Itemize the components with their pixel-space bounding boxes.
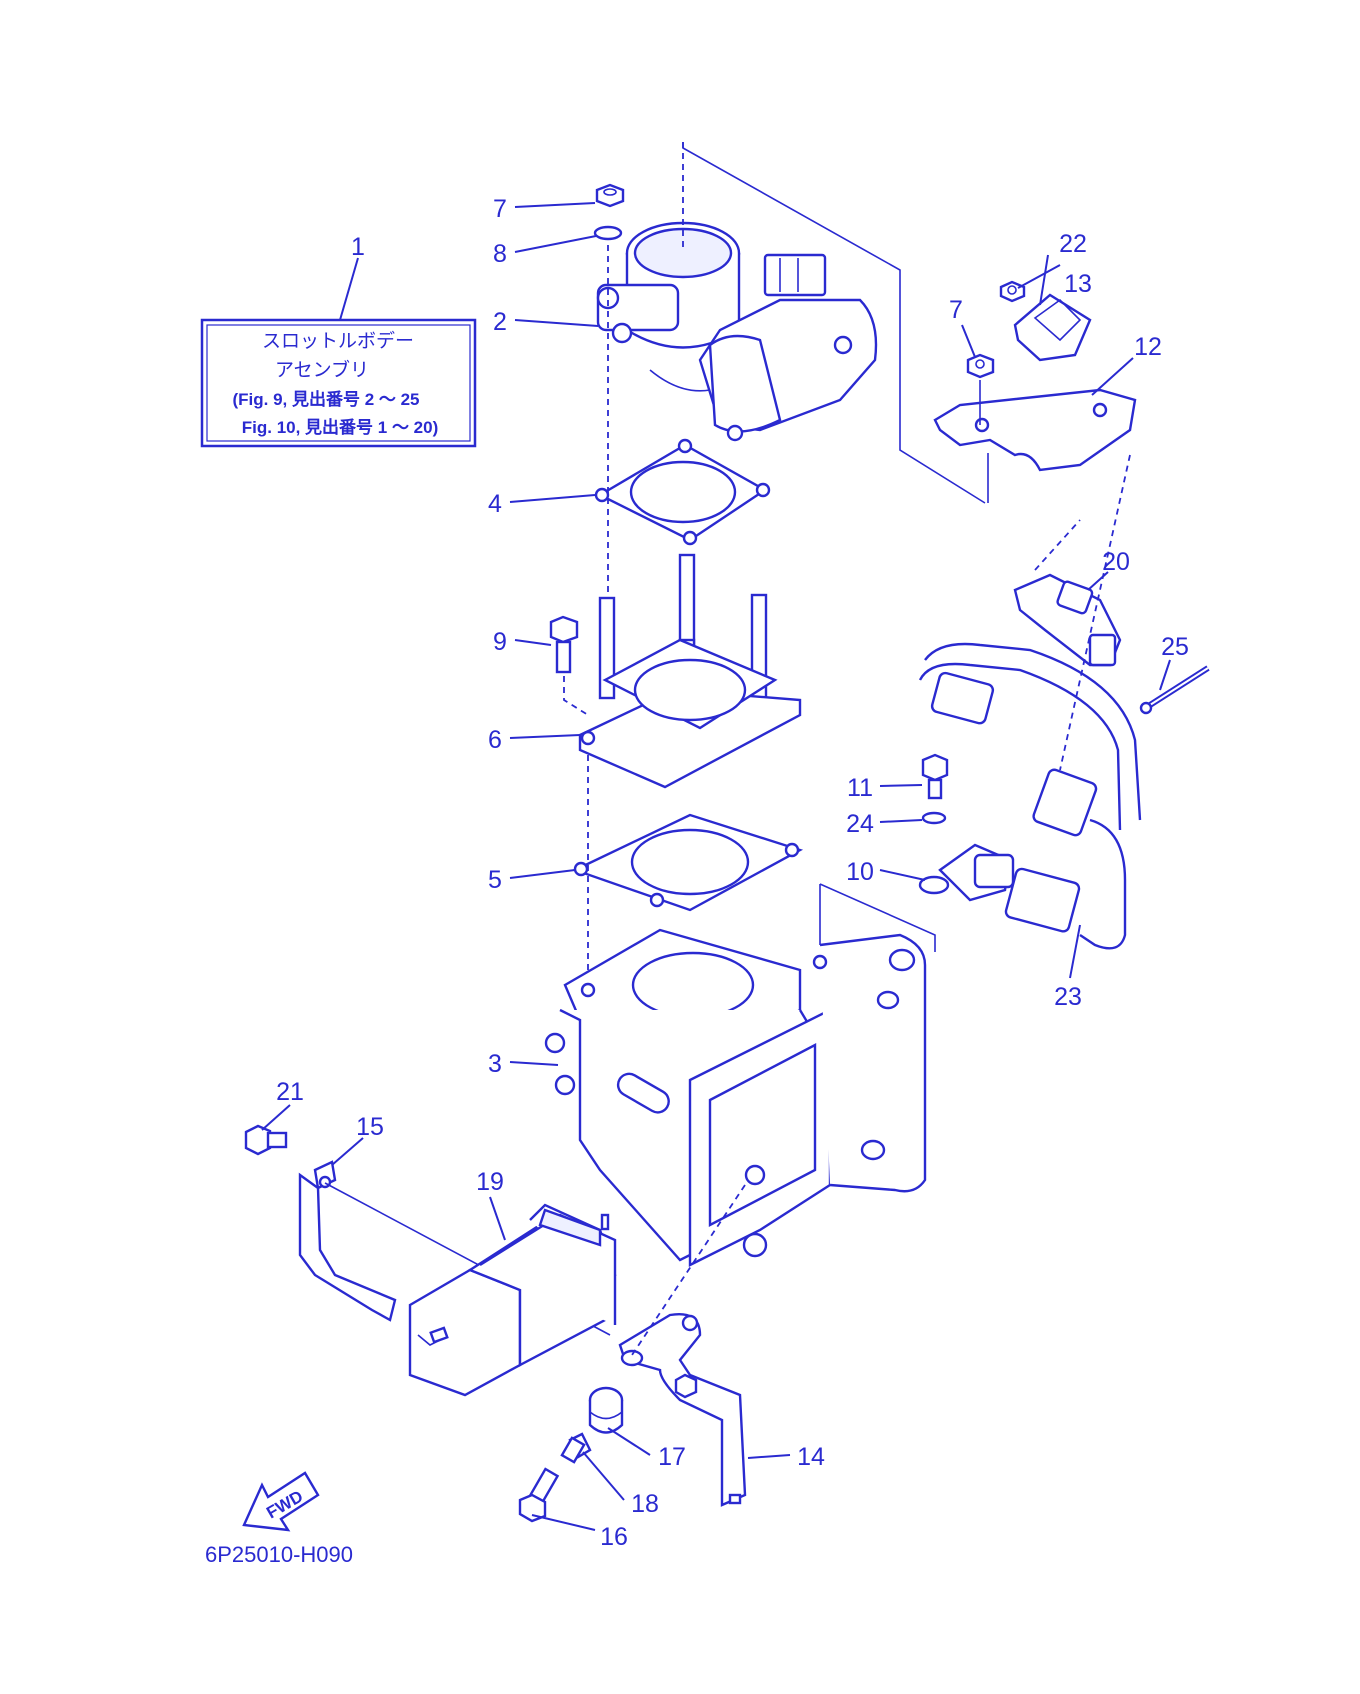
sensor-20 [1013,573,1122,667]
nut-7-top [595,183,625,208]
bracket-12 [933,388,1137,472]
cable-tie-25 [1139,665,1210,715]
callout-8: 8 [493,240,507,268]
title-line-3: (Fig. 9, 見出番号 2 ～ 25 [232,389,419,409]
callout-10: 10 [846,858,874,886]
intake-body-3 [544,928,927,1267]
callout-24: 24 [846,810,874,838]
callout-21: 21 [276,1078,304,1106]
throttle-body [596,221,878,442]
callout-25: 25 [1161,633,1189,661]
callout-1: 1 [351,233,365,261]
axis-bolt-9 [563,676,589,716]
bolt-16 [518,1467,560,1523]
title-line-1: スロットルボデー [262,330,414,352]
drawing-code: 6P25010-H090 [205,1542,353,1567]
bolt-9 [549,615,579,674]
callout-14: 14 [797,1443,825,1471]
callout-2: 2 [493,308,507,336]
callout-numbers: 1 2 3 4 5 6 7 7 8 9 10 11 12 13 14 15 16… [276,195,1189,1551]
callout-13: 13 [1064,270,1092,298]
washer-8 [593,225,623,241]
clip-13 [1013,293,1092,362]
leader-1 [339,257,359,321]
adapter-plate-6 [578,638,802,789]
axis-harness [1059,454,1131,771]
callout-12: 12 [1134,333,1162,361]
callout-20: 20 [1102,548,1130,576]
title-line-2: アセンブリ [275,358,369,381]
nut-22 [999,280,1026,303]
callout-9: 9 [493,628,507,656]
callout-7-top: 7 [493,195,507,223]
callout-16: 16 [600,1523,628,1551]
collar-18 [560,1432,592,1464]
washer-24 [921,811,947,825]
callout-5: 5 [488,866,502,894]
bracket-14 [618,1313,747,1507]
callout-6: 6 [488,726,502,754]
wire-harness [918,642,1142,950]
callout-4: 4 [488,490,502,518]
callout-7-right: 7 [949,296,963,324]
sensor-10 [918,843,1015,902]
bracket-15 [298,1160,397,1322]
axis-bracket-14 [631,1184,746,1356]
fwd-arrow-icon: FWD [242,1471,320,1532]
leader-lines [261,202,1171,1531]
callout-15: 15 [356,1113,384,1141]
gasket-5 [571,813,804,912]
title-line-4: Fig. 10, 見出番号 1 ～ 20) [242,417,439,437]
bolt-11 [921,753,949,800]
bolt-21 [244,1124,288,1156]
assembly-title-box: スロットルボデー アセンブリ (Fig. 9, 見出番号 2 ～ 25 Fig.… [200,318,477,448]
callout-3: 3 [488,1050,502,1078]
solenoid-19 [408,1203,617,1397]
callout-18: 18 [631,1490,659,1518]
callout-19: 19 [476,1168,504,1196]
callout-17: 17 [658,1443,686,1471]
axis-sensor-20 [1034,519,1081,571]
grommet-17 [588,1386,624,1434]
nut-7-right [966,353,995,379]
callout-11: 11 [847,774,873,802]
gasket-4 [594,438,771,546]
callout-22: 22 [1059,230,1087,258]
callout-23: 23 [1054,983,1082,1011]
